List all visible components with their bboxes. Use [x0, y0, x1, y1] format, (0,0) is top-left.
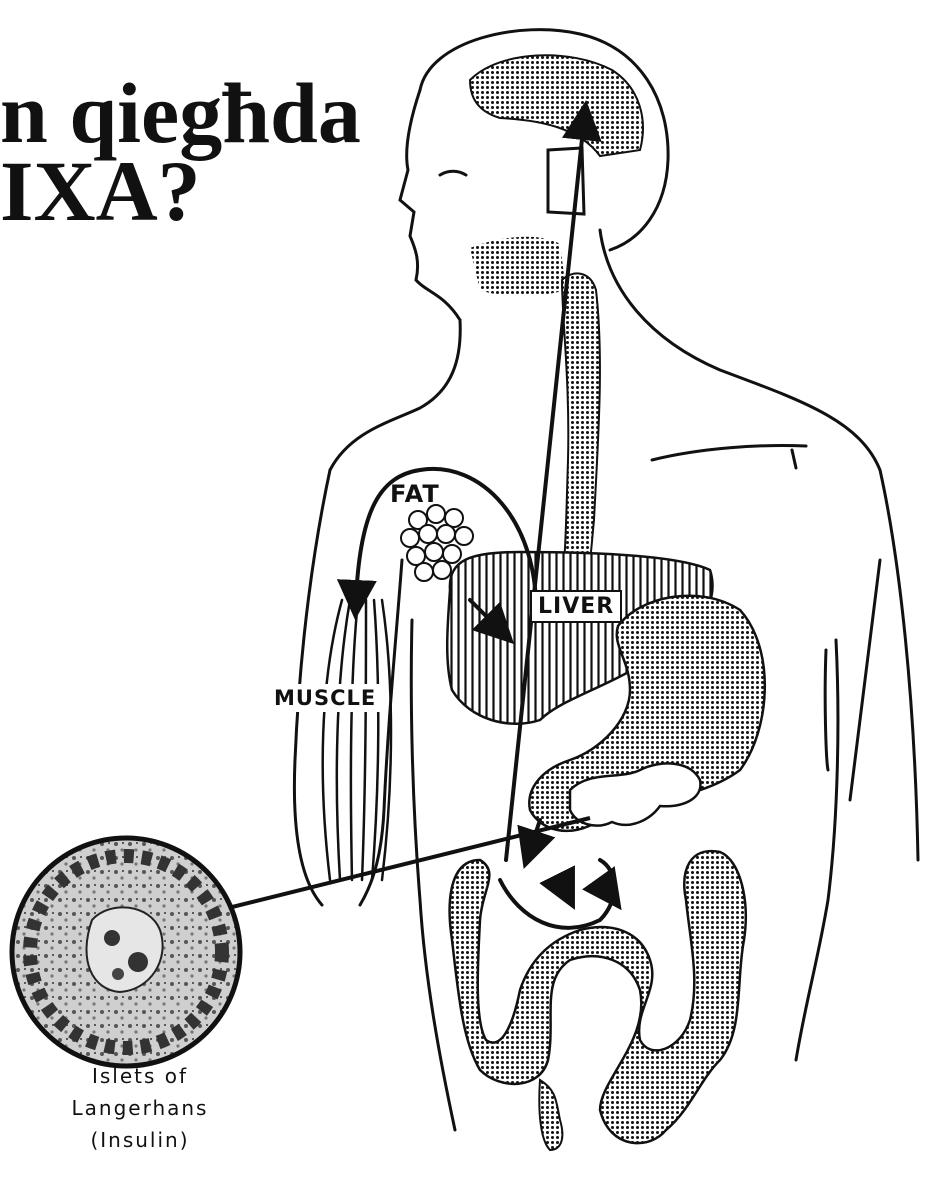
caption-line-1: Islets of: [20, 1060, 260, 1092]
intestines: [450, 851, 746, 1143]
label-muscle: MUSCLE: [270, 684, 380, 712]
brain: [470, 55, 643, 156]
caption-line-2: Langerhans: [20, 1092, 260, 1124]
title-line-2: IXA?: [0, 148, 201, 234]
rectum: [539, 1080, 562, 1150]
caption-line-3: (Insulin): [20, 1124, 260, 1156]
islet-magnification: [12, 838, 240, 1066]
label-liver: LIVER: [530, 590, 622, 623]
label-fat: FAT: [390, 480, 440, 508]
jaw-shading: [470, 237, 566, 296]
esophagus: [560, 273, 600, 600]
islet-connector-line: [212, 818, 590, 912]
